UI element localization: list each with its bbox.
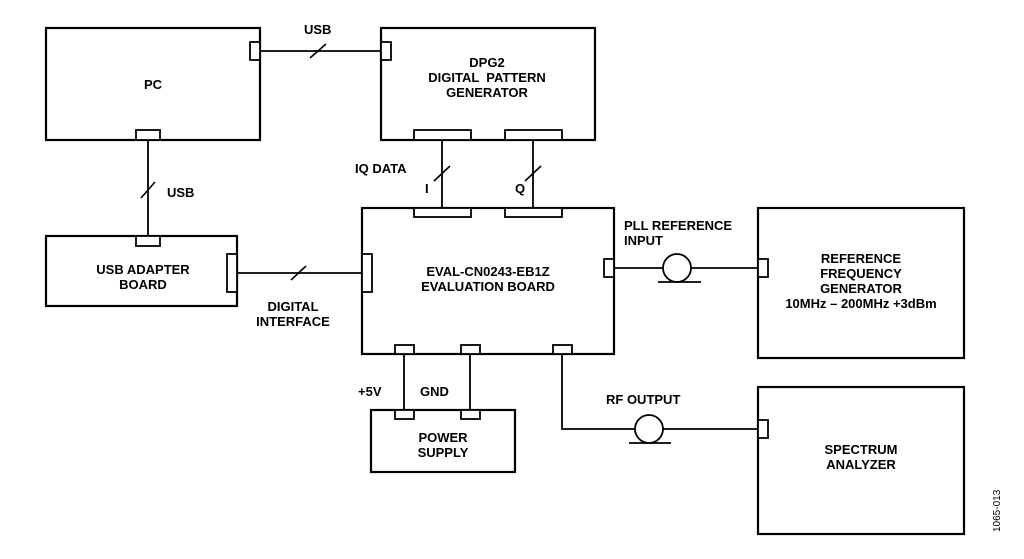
eval-board-block: EVAL-CN0243-EB1Z EVALUATION BOARD: [360, 206, 616, 356]
eval-digital-port: [361, 253, 373, 293]
usb-adapter-box: [44, 234, 239, 308]
i-label: I: [425, 181, 429, 196]
dpg2-usb-port: [380, 41, 392, 61]
plus5v-label: +5V: [358, 384, 382, 399]
ref-gen-block: REFERENCE FREQUENCY GENERATOR 10MHz – 20…: [756, 206, 966, 360]
rf-output-link: [561, 352, 759, 430]
spectrum-analyzer-label-line-2: ANALYZER: [826, 457, 896, 472]
eval-5v-port: [394, 344, 415, 355]
bus-slash-usb-top: [309, 43, 327, 59]
dpg2-i-port: [413, 129, 472, 141]
ref-gen-box: [756, 206, 966, 360]
pll-ref-label-line-1: PLL REFERENCE: [624, 218, 732, 233]
spectrum-analyzer-block: SPECTRUM ANALYZER: [756, 385, 966, 536]
ref-gen-label-line-2: FREQUENCY: [820, 266, 902, 281]
digital-interface-label-line-2: INTERFACE: [256, 314, 330, 329]
ref-gen-port: [757, 258, 769, 278]
power-supply-box: [369, 408, 517, 474]
dpg2-label-line-2: DIGITAL PATTERN: [428, 70, 545, 85]
usb-adapter-label-line-1: USB ADAPTER: [96, 262, 190, 277]
eval-pll-ref-port: [603, 258, 615, 278]
dpg2-label-line-1: DPG2: [469, 55, 504, 70]
usb-adapter-usb-port: [135, 235, 161, 247]
connection-labels: USB USB IQ DATA I Q DIGITAL INTERFACE PL…: [167, 22, 732, 407]
bus-slash-i: [433, 165, 451, 182]
spectrum-analyzer-port: [757, 419, 769, 439]
pc-usb-port-bottom: [135, 129, 161, 141]
eval-i-port: [413, 207, 472, 218]
eval-rf-out-port: [552, 344, 573, 355]
power-supply-block: POWER SUPPLY: [369, 408, 517, 474]
pc-usb-port: [249, 41, 261, 61]
gnd-label: GND: [420, 384, 449, 399]
usb-adapter-label-line-2: BOARD: [119, 277, 167, 292]
power-supply-label-line-2: SUPPLY: [418, 445, 469, 460]
pll-coax-connector-icon: [662, 253, 692, 283]
pc-block: PC: [44, 26, 262, 142]
dpg2-label-line-3: GENERATOR: [446, 85, 528, 100]
dpg2-q-port: [504, 129, 563, 141]
power-5v-port: [394, 409, 415, 420]
connections: [140, 43, 759, 444]
pc-label: PC: [144, 77, 163, 92]
digital-interface-label-line-1: DIGITAL: [267, 299, 318, 314]
eval-q-port: [504, 207, 563, 218]
bus-slash-usb-left: [140, 181, 156, 199]
eval-board-box: [360, 206, 616, 356]
eval-board-label-line-2: EVALUATION BOARD: [421, 279, 555, 294]
pll-ref-label-line-2: INPUT: [624, 233, 663, 248]
q-label: Q: [515, 181, 525, 196]
bus-slash-q: [524, 165, 542, 182]
ref-gen-label-line-4: 10MHz – 200MHz +3dBm: [785, 296, 936, 311]
eval-board-label-line-1: EVAL-CN0243-EB1Z: [426, 264, 549, 279]
rf-coax-connector-icon: [634, 414, 664, 444]
usb-left-label: USB: [167, 185, 194, 200]
usb-adapter-block: USB ADAPTER BOARD: [44, 234, 239, 308]
dpg2-box: [379, 26, 597, 142]
spectrum-analyzer-box: [756, 385, 966, 536]
ref-gen-label-line-1: REFERENCE: [821, 251, 902, 266]
power-supply-label-line-1: POWER: [418, 430, 468, 445]
figure-id: 1065-013: [992, 489, 1003, 532]
power-gnd-port: [460, 409, 481, 420]
iq-data-label: IQ DATA: [355, 161, 407, 176]
eval-gnd-port: [460, 344, 481, 355]
dpg2-block: DPG2 DIGITAL PATTERN GENERATOR: [379, 26, 597, 142]
usb-top-label: USB: [304, 22, 331, 37]
spectrum-analyzer-label-line-1: SPECTRUM: [825, 442, 898, 457]
rf-output-label: RF OUTPUT: [606, 392, 680, 407]
usb-adapter-digital-port: [226, 253, 238, 293]
ref-gen-label-line-3: GENERATOR: [820, 281, 902, 296]
bus-slash-digital: [290, 265, 307, 281]
